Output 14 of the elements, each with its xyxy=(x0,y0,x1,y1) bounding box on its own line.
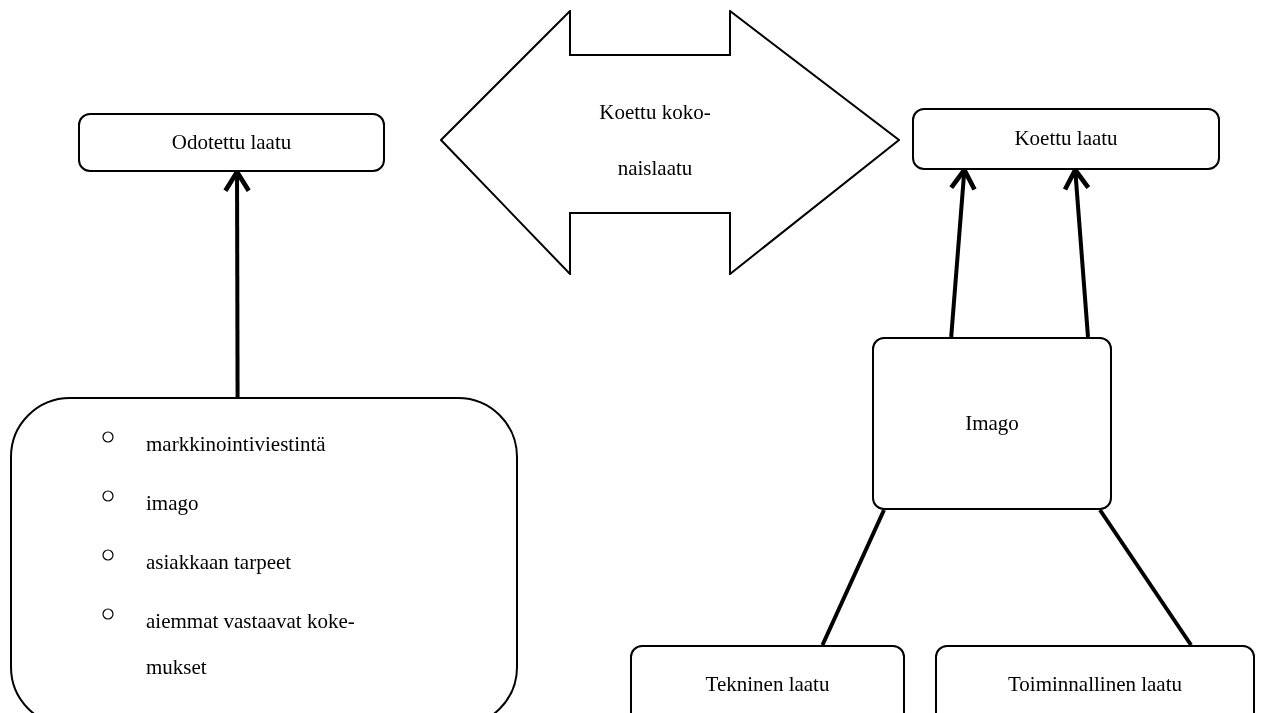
rounded-box xyxy=(10,397,518,713)
rounded-box: Toiminnallinen laatu xyxy=(935,645,1255,713)
rounded-box: Koettu laatu xyxy=(912,108,1220,170)
arrow xyxy=(948,167,977,338)
list-item: aiemmat vastaavat koke- mukset xyxy=(146,608,356,681)
list-item: imago xyxy=(146,490,200,517)
list-item: asiakkaan tarpeet xyxy=(146,549,293,576)
rounded-box: Tekninen laatu xyxy=(630,645,905,713)
rounded-box: Odotettu laatu xyxy=(78,113,385,172)
list-item: markkinointiviestintä xyxy=(146,431,327,458)
arrow xyxy=(1062,167,1091,338)
arrow xyxy=(223,169,252,397)
arrow-label: Koettu koko- naislaatu xyxy=(598,99,712,182)
rounded-box: Imago xyxy=(872,337,1112,510)
